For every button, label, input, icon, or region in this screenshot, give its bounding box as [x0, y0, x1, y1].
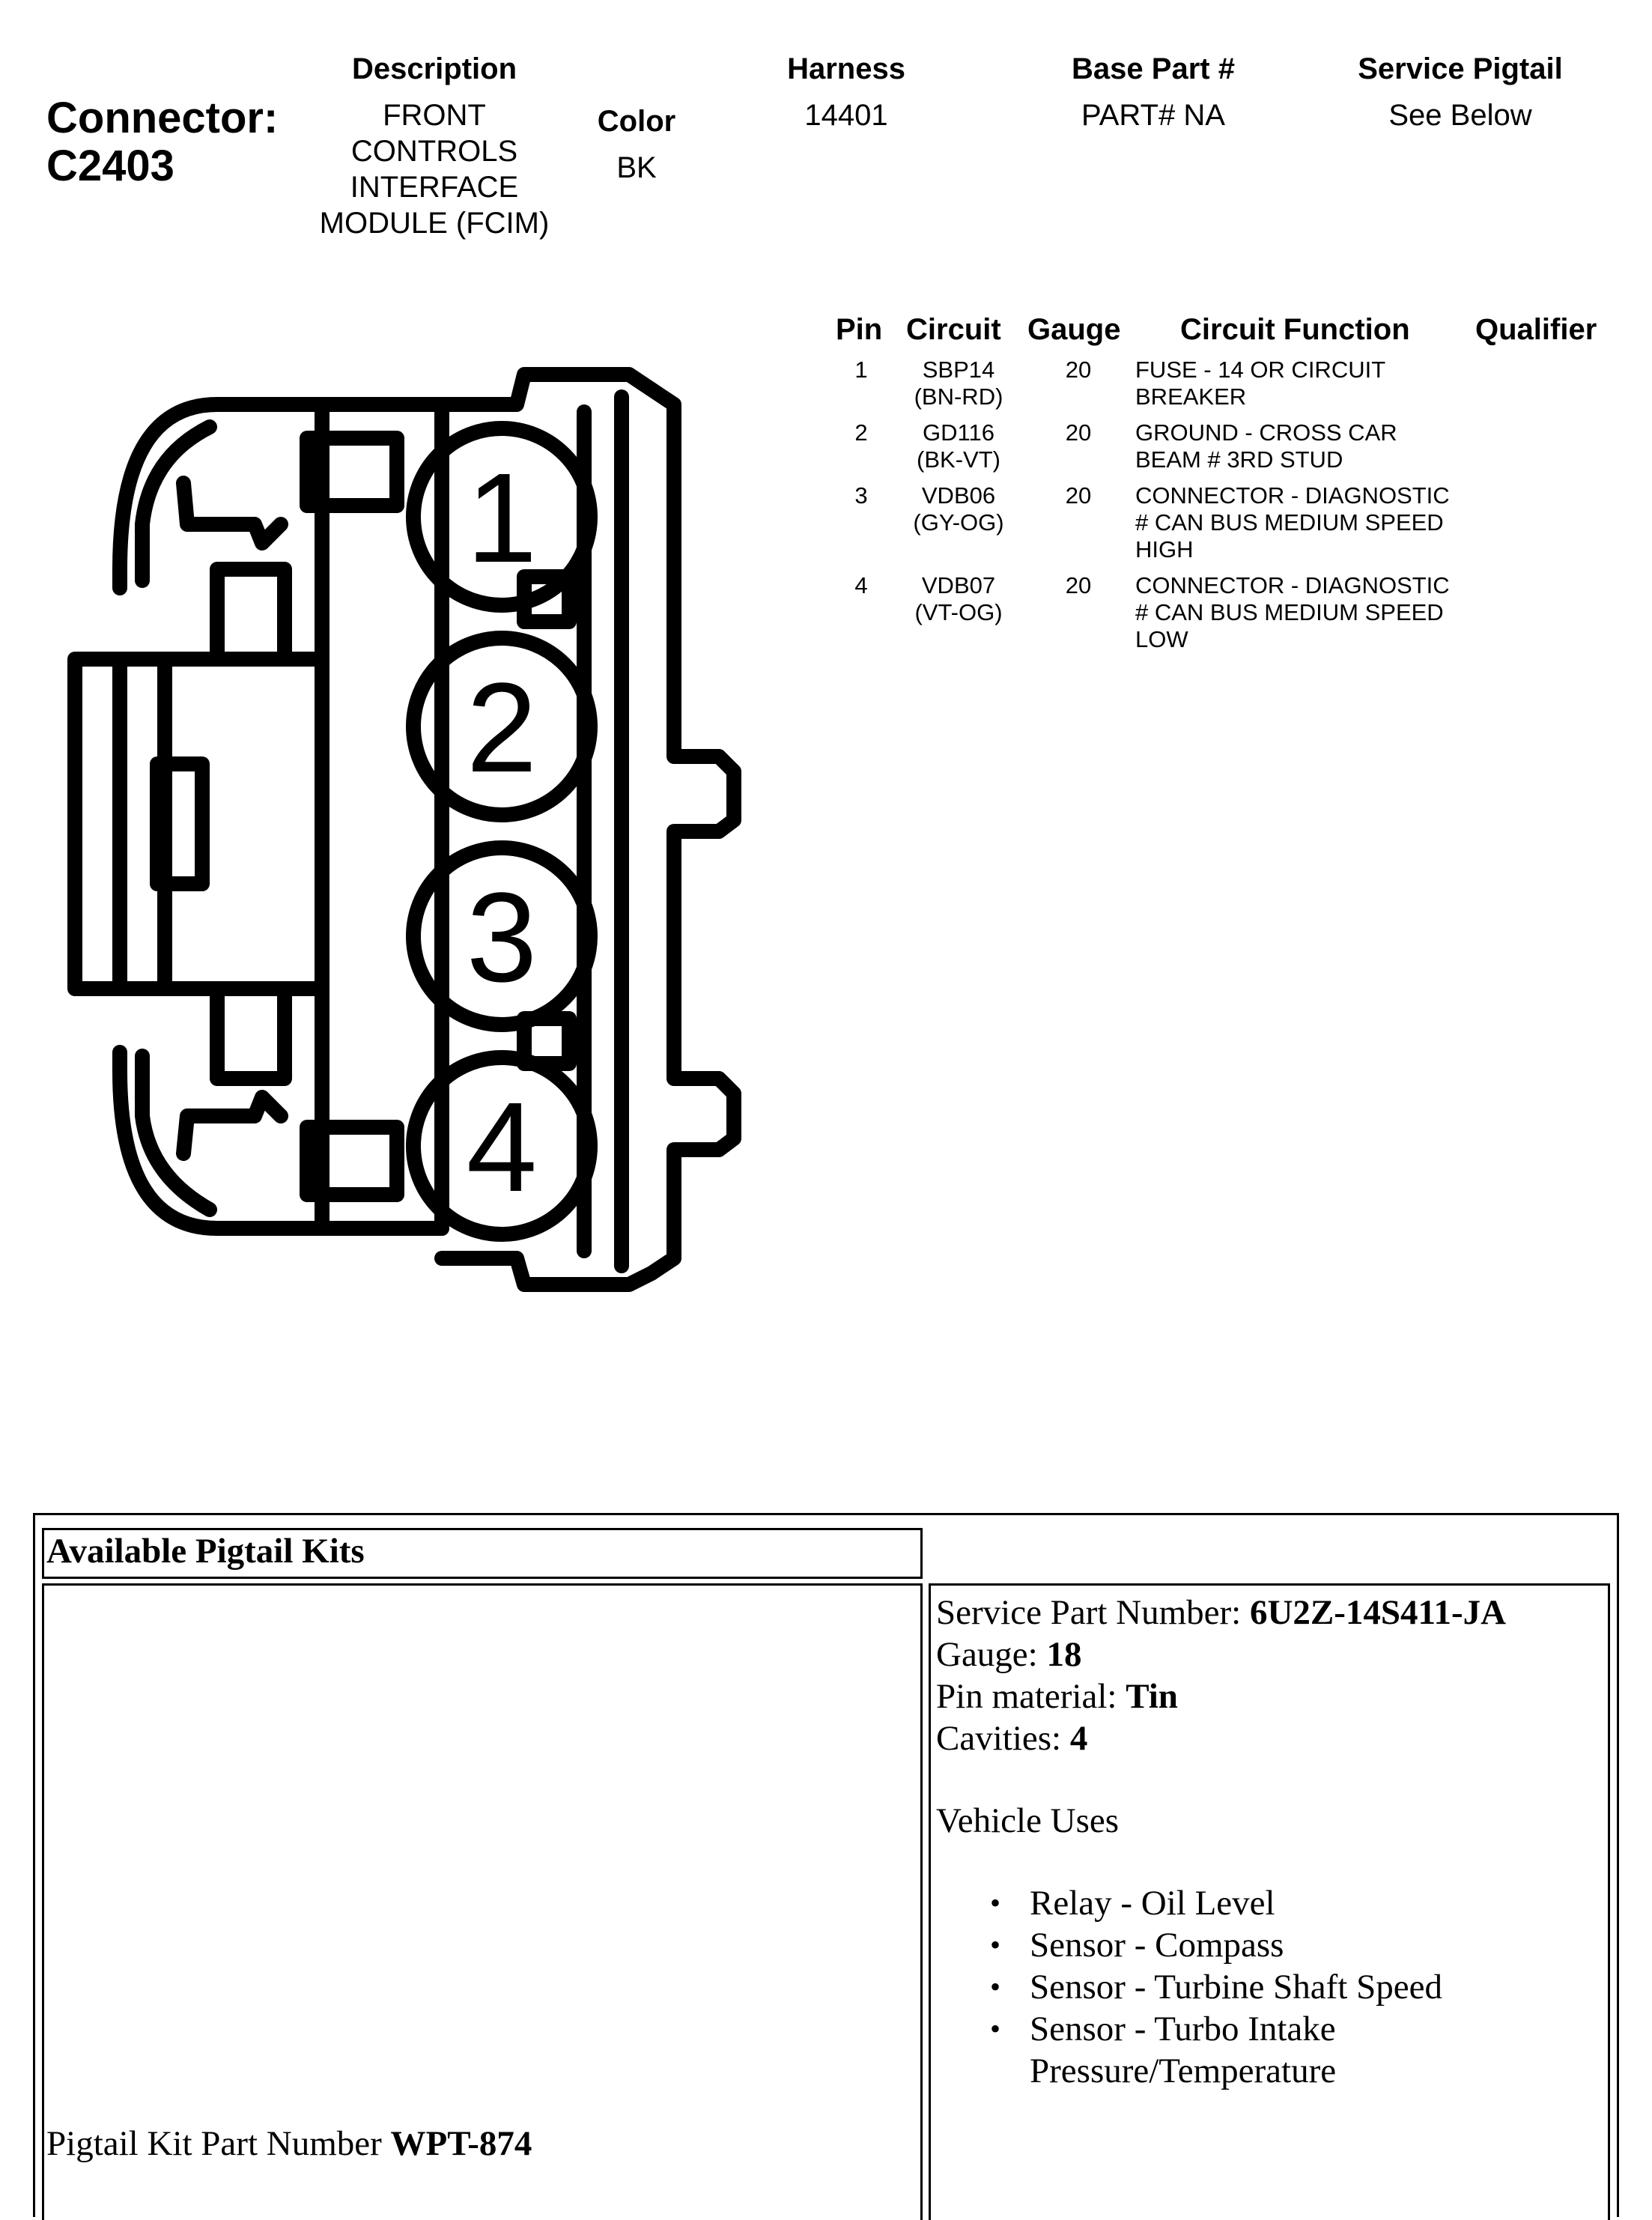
gauge-line: Gauge: 18 — [936, 1634, 1081, 1675]
gauge-label: Gauge: — [936, 1635, 1038, 1674]
pin-material-value: Tin — [1126, 1677, 1178, 1716]
circuit-function: FUSE - 14 OR CIRCUIT BREAKER — [1135, 357, 1386, 410]
pigtail-kit-part-value: WPT-874 — [390, 2124, 532, 2163]
circuit-function: GROUND - CROSS CAR BEAM # 3RD STUD — [1135, 419, 1397, 473]
pin-material-label: Pin material: — [936, 1677, 1117, 1716]
circuit-cell: VDB07 (VT-OG) — [899, 572, 1018, 626]
service-part-value: 6U2Z-14S411-JA — [1249, 1593, 1507, 1632]
cavities-label: Cavities: — [936, 1719, 1062, 1758]
pigtail-title-cell — [42, 1528, 923, 1579]
cavity-label-4: 4 — [467, 1076, 538, 1219]
connector-id: C2403 — [46, 142, 174, 190]
connector-hood-outline — [112, 397, 449, 595]
vehicle-uses-label: Vehicle Uses — [936, 1801, 1120, 1840]
harness-label: Harness — [787, 52, 905, 85]
service-part-label: Service Part Number: — [936, 1593, 1242, 1632]
pigtail-right-cell — [929, 1583, 1610, 2220]
color-value: BK — [616, 151, 657, 184]
cavities-line: Cavities: 4 — [936, 1717, 1087, 1759]
pin-header: Pin — [836, 313, 883, 346]
right-shroud — [434, 367, 741, 1292]
gauge-cell: 20 — [1065, 572, 1092, 598]
key-block-top — [210, 562, 292, 667]
cavity-2 — [406, 631, 598, 822]
color-label: Color — [597, 105, 676, 138]
key-block-bottom — [210, 981, 292, 1086]
connector-title-line1: Connector: — [46, 94, 279, 142]
cavity-4 — [406, 1050, 598, 1242]
circuit-header: Circuit — [906, 313, 1001, 346]
pin-number: 2 — [854, 419, 868, 446]
cavity-3 — [406, 840, 598, 1032]
cavity-label-1: 1 — [467, 447, 538, 589]
cavities-value: 4 — [1069, 1719, 1088, 1758]
pin-number: 1 — [854, 357, 868, 383]
circuit-id: VDB06 — [921, 482, 996, 509]
latch-bottom — [135, 1049, 288, 1217]
circuit-id: SBP14 — [922, 357, 995, 383]
pigtail-kit-part: Pigtail Kit Part Number WPT-874 — [46, 2123, 532, 2164]
pigtail-left-cell — [42, 1583, 923, 2220]
pin-material-line: Pin material: Tin — [936, 1675, 1178, 1717]
service-pigtail-value: See Below — [1388, 99, 1532, 132]
circuit-color: (BN-RD) — [914, 383, 1003, 410]
service-pigtail-label: Service Pigtail — [1358, 52, 1563, 85]
connector-title: Connector: C2403 — [46, 94, 278, 190]
base-part-label: Base Part # — [1072, 52, 1235, 85]
lock-tab — [150, 756, 210, 891]
gauge-header: Gauge — [1027, 313, 1121, 346]
cavity-label-2: 2 — [467, 657, 538, 799]
gauge-cell: 20 — [1065, 482, 1092, 509]
vehicle-uses-list: Relay - Oil Level Sensor - Compass Senso… — [936, 1882, 1580, 2092]
pigtail-title: Available Pigtail Kits — [46, 1532, 365, 1571]
list-item: Sensor - Turbine Shaft Speed — [936, 1966, 1580, 2008]
description-line: FRONT — [383, 99, 486, 132]
circuit-color: (GY-OG) — [913, 509, 1004, 536]
description-line: MODULE (FCIM) — [319, 207, 550, 240]
list-item: Sensor - Compass — [936, 1924, 1580, 1966]
circuit-function: CONNECTOR - DIAGNOSTIC # CAN BUS MEDIUM … — [1135, 482, 1450, 562]
pigtail-table — [33, 1513, 1619, 2217]
description-line: CONTROLS — [350, 135, 518, 168]
pin-number: 3 — [854, 482, 868, 509]
pin-number: 4 — [854, 572, 868, 598]
base-part-value: PART# NA — [1081, 99, 1225, 132]
circuit-color: (BK-VT) — [917, 446, 1000, 473]
connector-hood-outline-lower — [112, 1045, 449, 1236]
circuit-cell: VDB06 (GY-OG) — [899, 482, 1018, 536]
pigtail-kit-part-label: Pigtail Kit Part Number — [46, 2124, 382, 2163]
circuit-cell: SBP14 (BN-RD) — [899, 357, 1018, 410]
circuit-cell: GD116 (BK-VT) — [899, 419, 1018, 473]
circuit-id: GD116 — [923, 419, 994, 446]
circuit-color: (VT-OG) — [914, 599, 1003, 625]
description-value: FRONT CONTROLS INTERFACE MODULE (FCIM) — [285, 97, 584, 241]
rib-top — [300, 431, 404, 513]
circuit-id: VDB07 — [921, 572, 996, 598]
gauge-value: 18 — [1046, 1635, 1082, 1674]
latch-top — [135, 419, 288, 588]
qualifier-header: Qualifier — [1475, 313, 1597, 346]
description-line: INTERFACE — [350, 171, 519, 204]
description-label: Description — [351, 52, 517, 85]
list-item: Relay - Oil Level — [936, 1882, 1580, 1924]
connector-face-diagram: 1 2 3 4 — [67, 367, 741, 1292]
rib-bottom — [300, 1120, 404, 1202]
harness-value: 14401 — [804, 99, 888, 132]
gauge-cell: 20 — [1065, 357, 1092, 383]
list-item: Sensor - Turbo Intake Pressure/Temperatu… — [936, 2008, 1580, 2092]
circuit-function-header: Circuit Function — [1180, 313, 1410, 346]
circuit-function: CONNECTOR - DIAGNOSTIC # CAN BUS MEDIUM … — [1135, 572, 1450, 652]
cavity-1 — [406, 421, 598, 613]
cavity-label-3: 3 — [467, 867, 538, 1009]
gauge-cell: 20 — [1065, 419, 1092, 446]
service-part-line: Service Part Number: 6U2Z-14S411-JA — [936, 1592, 1506, 1634]
